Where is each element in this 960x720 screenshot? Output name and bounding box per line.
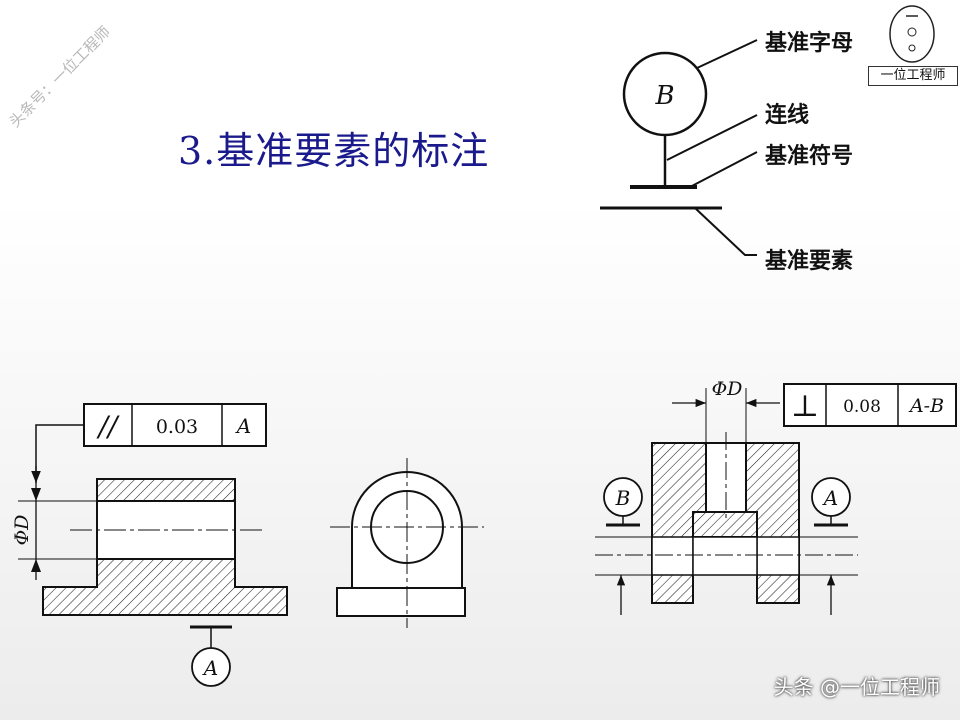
legend-datum-letter: B xyxy=(654,81,674,111)
label-connector: 连线 xyxy=(765,102,809,128)
label-datum-letter: 基准字母 xyxy=(765,30,853,56)
fig1-frame-symbol: // xyxy=(96,410,120,443)
fig1-datum-letter: A xyxy=(202,656,218,680)
fig3-frame-value: 0.08 xyxy=(843,397,881,417)
fig1-control-frame xyxy=(83,403,267,447)
fig1-frame-value: 0.03 xyxy=(156,416,198,438)
fig1-base xyxy=(42,558,288,616)
fig3-frame-symbol: ⊥ xyxy=(791,389,819,424)
fig3-datum-a-letter: A xyxy=(822,486,838,510)
figure-side-view xyxy=(330,458,484,628)
page-title: 3.基准要素的标注 xyxy=(178,129,490,173)
fig1-dim-label: ΦD xyxy=(11,515,33,546)
logo-label: 一位工程师 xyxy=(868,66,958,86)
fig3-control-frame xyxy=(783,383,957,427)
label-datum-feature: 基准要素 xyxy=(765,248,853,274)
leader-datum-symbol xyxy=(689,151,758,188)
fig3-dim-label: ΦD xyxy=(712,378,743,400)
logo-seal-icon xyxy=(889,5,935,63)
label-datum-symbol: 基准符号 xyxy=(765,143,853,169)
fig3-datum-b-letter: B xyxy=(615,486,631,510)
watermark-bottom: 头条 @一位工程师 xyxy=(773,675,940,699)
fig1-frame-datum: A xyxy=(235,414,251,438)
leader-connector xyxy=(666,114,758,161)
fig1-top-plate xyxy=(96,478,236,502)
figure-parallelism: // 0.03 A ΦD A xyxy=(11,403,288,687)
datum-legend: B 基准字母 连线 基准符号 基准要素 xyxy=(600,30,853,274)
fig3-frame-datum: A-B xyxy=(908,395,944,417)
figure-perpendicularity: ΦD ⊥ 0.08 A-B B A xyxy=(595,378,957,615)
leader-datum-feature xyxy=(694,207,757,256)
fig1-datum-circle xyxy=(191,647,231,687)
leader-datum-letter xyxy=(696,39,758,69)
